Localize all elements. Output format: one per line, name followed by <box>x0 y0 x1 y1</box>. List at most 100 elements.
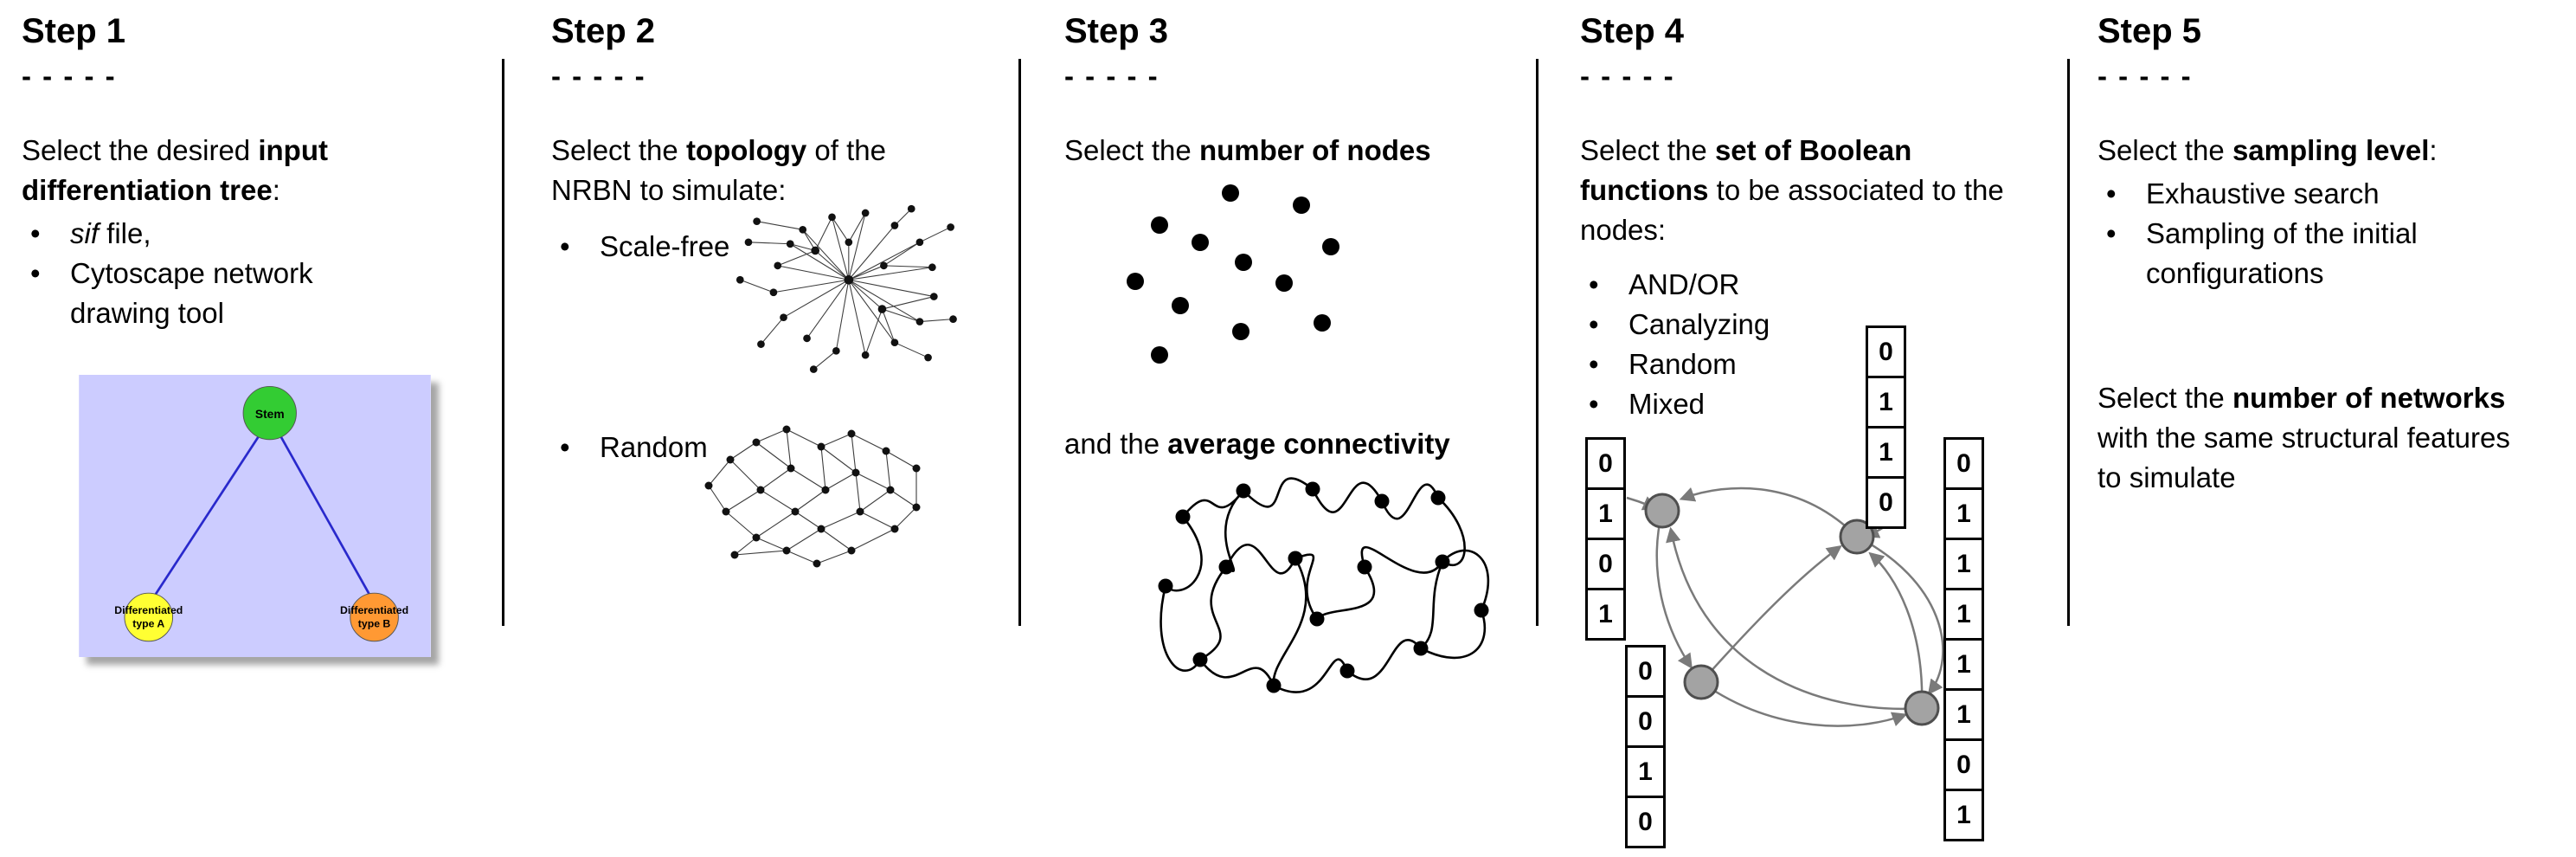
differentiation-tree-figure: Stem Differentiated type A Differentiate… <box>79 375 431 657</box>
truth-table-cell: 1 <box>1946 688 1982 738</box>
bullet-marker: • <box>560 431 570 463</box>
list-item: • Random <box>1580 345 1926 384</box>
truth-table-cell: 0 <box>1628 796 1663 846</box>
step-3-line2: and the average connectivity <box>1064 424 1536 464</box>
list-item: • Sampling of the initial configurations <box>2097 214 2530 293</box>
sif-italic: sif <box>70 217 99 249</box>
truth-table-cell: 0 <box>1868 476 1904 526</box>
truth-table-cell: 0 <box>1628 695 1663 745</box>
tangle-edge <box>1272 557 1307 686</box>
list-item: • sif file, <box>22 214 420 254</box>
tangle-edge <box>1437 497 1466 567</box>
tangle-edge <box>1165 516 1203 592</box>
dashed-separator: - - - - - <box>1064 60 1160 92</box>
boolean-network-illustration <box>1626 486 1944 727</box>
bullet-marker: • <box>1589 308 1599 340</box>
bullet-text: Sampling of the initial configurations <box>2146 217 2418 289</box>
random-network-illustration <box>704 425 921 568</box>
list-item: • Exhaustive search <box>2097 174 2530 214</box>
dashed-separator: - - - - - <box>2097 60 2193 92</box>
intro-bold-text: topology <box>685 134 807 166</box>
step-1-heading: Step 1 <box>22 12 126 50</box>
list-item: • Cytoscape network drawing tool <box>22 254 420 333</box>
step-3-column: Step 3 - - - - - Select the number of no… <box>1064 0 1536 851</box>
truth-table-cell: 1 <box>1946 588 1982 638</box>
bullet-text: Random <box>600 431 708 463</box>
type-b-label-line1: Differentiated <box>340 604 408 616</box>
tree-edge-left <box>152 434 261 598</box>
tangle-edge <box>1243 477 1314 508</box>
intro-bold-text: average connectivity <box>1167 428 1450 460</box>
nodes-dots-illustration <box>1127 184 1339 364</box>
step-4-intro: Select the set of Boolean functions to b… <box>1580 131 2030 250</box>
body-text: Select the <box>2097 382 2232 414</box>
bullet-text: Canalyzing <box>1628 308 1770 340</box>
truth-table-cell: 0 <box>1946 738 1982 789</box>
intro-text: Select the <box>551 134 686 166</box>
list-item: • Scale-free <box>551 227 811 267</box>
tangle-edge <box>1160 585 1202 672</box>
tangle-edge <box>1224 490 1244 572</box>
truth-table-cell: 1 <box>1868 376 1904 426</box>
step-1-bullets: • sif file, • Cytoscape network drawing … <box>22 214 420 333</box>
intro-text: of the NRBN to simulate: <box>551 134 886 206</box>
intro-text: Select the <box>2097 134 2232 166</box>
intro-bold-text: sampling level <box>2232 134 2430 166</box>
step-5-para2: Select the number of networks with the s… <box>2097 378 2530 498</box>
truth-table-top: 0 1 1 0 <box>1866 325 1906 529</box>
body-bold-text: number of networks <box>2232 382 2506 414</box>
list-item: • Canalyzing <box>1580 305 1926 345</box>
bullet-text: Mixed <box>1628 388 1706 420</box>
intro-text: : <box>272 174 280 206</box>
intro-text: Select the <box>1580 134 1715 166</box>
step-2-heading: Step 2 <box>551 12 656 50</box>
tree-edge-right <box>279 434 372 598</box>
step-1-column: Step 1 - - - - - Select the desired inpu… <box>22 0 489 851</box>
bn-node <box>1644 493 1680 529</box>
bullet-marker: • <box>560 230 570 262</box>
body-text: with the same structural features to sim… <box>2097 422 2510 493</box>
intro-bold-text: number of nodes <box>1198 134 1431 166</box>
step-4-heading: Step 4 <box>1580 12 1685 50</box>
column-divider <box>502 59 504 626</box>
bn-arrow-edge <box>1655 510 1693 669</box>
node-dots <box>1127 184 1339 364</box>
dashed-separator: - - - - - <box>1580 60 1675 92</box>
bullet-marker: • <box>1589 268 1599 300</box>
random-network-edges <box>708 428 917 564</box>
step-5-column: Step 5 - - - - - Select the sampling lev… <box>2097 0 2530 851</box>
list-item: • Random <box>551 428 811 467</box>
intro-text: to be associated to the nodes: <box>1580 174 2004 246</box>
truth-table-left: 0 1 0 1 <box>1585 437 1626 641</box>
step-2-column: Step 2 - - - - - Select the topology of … <box>551 0 984 851</box>
truth-table-cell: 1 <box>1588 588 1623 638</box>
tangle-nodes <box>1158 481 1489 693</box>
intro-bold-text: set of Boolean functions <box>1580 134 1912 206</box>
type-a-label-line2: type A <box>132 617 164 629</box>
step-3-heading: Step 3 <box>1064 12 1169 50</box>
bn-arrow-edge <box>1868 551 1924 709</box>
intro-text: : <box>2429 134 2438 166</box>
bullet-marker: • <box>2106 177 2117 209</box>
bullet-text: sif file, <box>70 214 420 254</box>
tangle-edge <box>1420 561 1444 649</box>
column-divider <box>2067 59 2070 626</box>
step-3-line1: Select the number of nodes <box>1064 131 1536 171</box>
tangle-edge <box>1442 549 1490 611</box>
intro-text: and the <box>1064 428 1168 460</box>
column-divider <box>1018 59 1021 626</box>
bn-arrow-edge <box>1666 526 1923 711</box>
differentiated-type-a-node <box>124 592 174 642</box>
dashed-separator: - - - - - <box>22 60 117 92</box>
tangle-edge <box>1380 483 1440 520</box>
tangle-edge <box>1311 481 1384 513</box>
truth-table-cell: 1 <box>1588 487 1623 538</box>
tangle-edge <box>1273 658 1349 693</box>
bullet-text: Random <box>1628 348 1737 380</box>
bn-arrow-edge <box>1856 535 1944 695</box>
bn-arrow-edge <box>1700 544 1842 683</box>
truth-table-cell: 1 <box>1946 789 1982 839</box>
tangle-edge <box>1346 639 1422 680</box>
step-5-bullets: • Exhaustive search • Sampling of the in… <box>2097 174 2530 293</box>
bullet-text: Cytoscape network drawing tool <box>70 257 313 329</box>
